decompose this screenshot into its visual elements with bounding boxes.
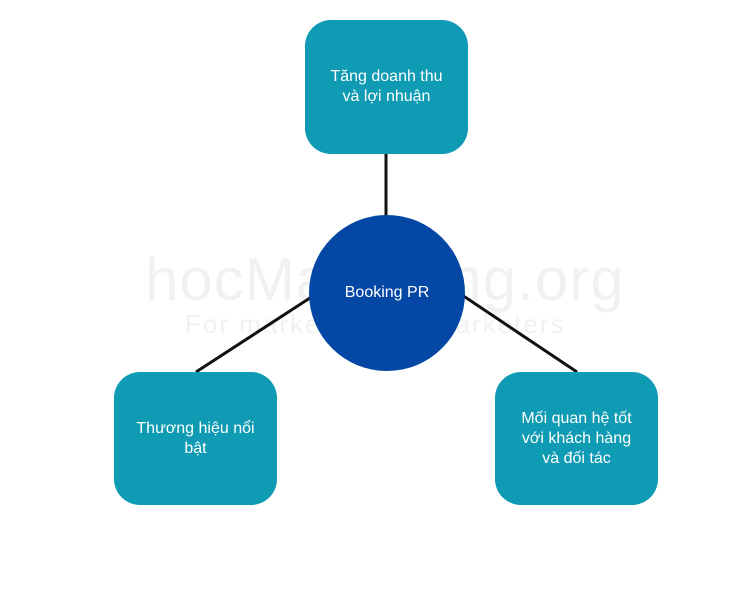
node-relationships-label: Mối quan hệ tốt với khách hàng và đối tá…	[521, 409, 632, 467]
connector-right	[461, 293, 578, 374]
node-brand-label: Thương hiệu nổi bật	[136, 419, 255, 457]
node-brand: Thương hiệu nổi bật	[114, 372, 277, 505]
connector-left	[195, 294, 314, 374]
center-hub: Booking PR	[309, 215, 465, 371]
center-hub-label: Booking PR	[344, 284, 430, 301]
node-revenue-profit-label: Tăng doanh thu và lợi nhuận	[330, 68, 443, 105]
node-revenue-profit: Tăng doanh thu và lợi nhuận	[305, 20, 468, 154]
node-relationships: Mối quan hệ tốt với khách hàng và đối tá…	[495, 372, 658, 505]
